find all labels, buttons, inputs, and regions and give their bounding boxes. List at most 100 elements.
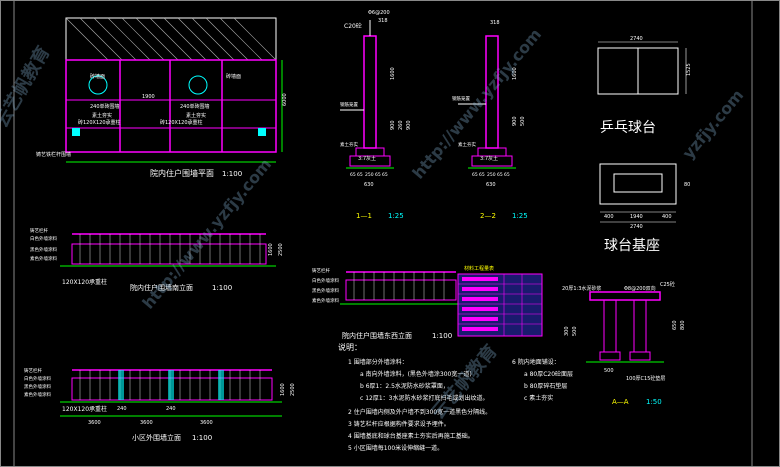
- aa-top-left: 20厚1:3水泥砂浆: [562, 285, 601, 292]
- table-base: 400 1940 400 2740 80 球台基座: [599, 163, 690, 254]
- south-label-3: 黑色外墙涂料: [30, 246, 57, 253]
- note-7: 4 围墙基底和球台基座素土夯实后再施工基础。: [348, 432, 474, 440]
- aa-dim-5: 500: [572, 326, 578, 336]
- outer-label-2: 白色外墙涂料: [24, 375, 51, 382]
- pingpong-table: 2740 1525 乒乓球台: [597, 36, 692, 136]
- s1-scale: 1:25: [388, 212, 404, 220]
- tb-dim-5: 80: [684, 182, 690, 188]
- s2-base: 素土夯实: [458, 141, 476, 148]
- east-label-2: 白色外墙涂料: [312, 277, 339, 284]
- s1-side-4: 900: [406, 120, 412, 130]
- aa-label: A—A: [612, 398, 629, 406]
- s1-beam: 钢筋笼置: [340, 101, 358, 108]
- material-table: 材料工程量表: [457, 265, 543, 337]
- plan-right-dim: 6000: [282, 93, 288, 106]
- tb-dim-2: 1940: [630, 214, 643, 220]
- s2-top-dim: 318: [490, 20, 500, 26]
- outer-dim-3: 3600: [140, 420, 153, 426]
- east-label-1: 铸艺栏杆: [312, 267, 330, 274]
- outer-dim-4: 240: [166, 406, 176, 412]
- s2-bd-2: 65: [479, 172, 485, 178]
- s1-bd-6: 630: [364, 182, 374, 188]
- outer-label-1: 铸艺栏杆: [24, 367, 42, 374]
- s1-top-dim-1: Φ6@200: [368, 10, 390, 16]
- aa-scale: 1:50: [646, 398, 662, 406]
- s1-brick: 3:7灰土: [358, 155, 376, 162]
- s2-side-1: 1600: [512, 67, 518, 80]
- pp-title: 乒乓球台: [600, 120, 656, 136]
- plan-dim-1900: 1900: [142, 94, 155, 100]
- outer-title: 小区外围墙立面: [132, 433, 181, 442]
- table-legend-title: 材料工程量表: [464, 265, 494, 272]
- south-title: 院内住户围墙南立面: [130, 283, 193, 292]
- plan-column-1: 砖120X120承重柱: [78, 119, 121, 126]
- outer-elevation: 铸艺栏杆 白色外墙涂料 黑色外墙涂料 素色外墙涂料 120X120承重柱 360…: [24, 367, 296, 442]
- section-a-a: 20厚1:3水泥砂浆 Φ8@200双向 C25砼 100厚C15砼垫层 500 …: [562, 281, 686, 406]
- east-scale: 1:100: [432, 332, 452, 340]
- note-right-3: c 素土夯实: [524, 394, 553, 402]
- outer-label-3: 黑色外墙涂料: [24, 383, 51, 390]
- note-3: b 6厚1：2.5水泥防水砂浆罩面，: [360, 382, 449, 390]
- s1-label: 1—1: [356, 212, 372, 220]
- s2-side-2: 900: [512, 116, 518, 126]
- pp-height: 1525: [686, 63, 692, 76]
- plan-iron-fence: 铸艺铁栏杆围墙: [36, 151, 71, 158]
- note-1: 1 围墙部分外墙涂料：: [348, 358, 408, 366]
- s1-side-2: 900: [390, 120, 396, 130]
- s1-bd-2: 65: [357, 172, 363, 178]
- s1-bd-4: 65: [375, 172, 381, 178]
- outer-right-dim-1: 1600: [280, 383, 286, 396]
- outer-dim-5: 3600: [200, 420, 213, 426]
- south-label-1: 铸艺栏杆: [30, 227, 48, 234]
- note-6: 3 铸艺栏杆应根据构件要求设予埋件。: [348, 420, 450, 428]
- s1-top-dim-2: 318: [378, 18, 388, 24]
- note-right-2: b 80厚碎石垫层: [524, 382, 567, 390]
- section-2-2: 318 钢筋笼置 3:7灰土 素土夯实 65 65 250 65 65 630 …: [452, 20, 528, 220]
- outer-scale: 1:100: [192, 434, 212, 442]
- s2-bd-1: 65: [472, 172, 478, 178]
- tb-title: 球台基座: [604, 237, 660, 254]
- note-4: c 12厚1：3水泥防水砂浆打底扫毛或划出纹道。: [360, 394, 488, 402]
- east-label-3: 黑色外墙涂料: [312, 287, 339, 294]
- watermark-3: http://www.yzfjy.com: [409, 25, 546, 183]
- s2-bd-6: 630: [486, 182, 496, 188]
- s2-brick: 3:7灰土: [480, 155, 498, 162]
- south-dim-2: 2500: [278, 243, 284, 256]
- plan-column-2: 砖120X120承重柱: [160, 119, 203, 126]
- outer-label-4: 素色外墙涂料: [24, 391, 51, 398]
- south-label-2: 白色外墙涂料: [30, 235, 57, 242]
- s2-scale: 1:25: [512, 212, 528, 220]
- south-label-4: 素色外墙涂料: [30, 255, 57, 262]
- aa-top-tag: C25砼: [660, 281, 675, 288]
- outer-bottom: 120X120承重柱: [62, 405, 107, 413]
- s1-side-1: 1600: [390, 67, 396, 80]
- tb-dim-1: 400: [604, 214, 614, 220]
- tb-dim-4: 2740: [630, 224, 643, 230]
- s1-top: C20砼: [344, 22, 362, 30]
- note-right-1: a 80厚C20砼面层: [524, 370, 573, 378]
- plan-note-2: 240单砖围墙: [180, 103, 210, 110]
- section-1-1: C20砼 Φ6@200 318 钢筋笼置 3:7灰土 素土夯实 65 65 25…: [340, 10, 412, 220]
- south-bottom: 120X120承重柱: [62, 278, 107, 286]
- south-elevation: 铸艺栏杆 白色外墙涂料 黑色外墙涂料 素色外墙涂料 120X120承重柱 160…: [30, 227, 284, 292]
- s1-base: 素土夯实: [340, 141, 358, 148]
- south-scale: 1:100: [212, 284, 232, 292]
- outer-right-dim-2: 2500: [290, 383, 296, 396]
- outer-dim-1: 3600: [88, 420, 101, 426]
- s2-side-3: 500: [520, 116, 526, 126]
- s1-bd-3: 250: [365, 172, 374, 178]
- s1-bd-1: 65: [350, 172, 356, 178]
- pp-width: 2740: [630, 36, 643, 42]
- note-8: 5 小区围墙每100米设伸缩缝一道。: [348, 444, 443, 452]
- s2-bd-3: 250: [487, 172, 496, 178]
- east-elevation: 铸艺栏杆 白色外墙涂料 黑色外墙涂料 素色外墙涂料 院内住户围墙东西立面 1:1…: [312, 267, 460, 340]
- plan-room-1: 砖墙面: [90, 73, 105, 80]
- aa-dim-4: 300: [564, 326, 570, 336]
- s2-bd-5: 65: [504, 172, 510, 178]
- note-5: 2 住户围墙内侧及外户墙不到300宽一道黑色分隔线。: [348, 408, 491, 416]
- s1-side-3: 260: [398, 120, 404, 130]
- south-dim-1: 1600: [268, 243, 274, 256]
- s2-bd-4: 65: [497, 172, 503, 178]
